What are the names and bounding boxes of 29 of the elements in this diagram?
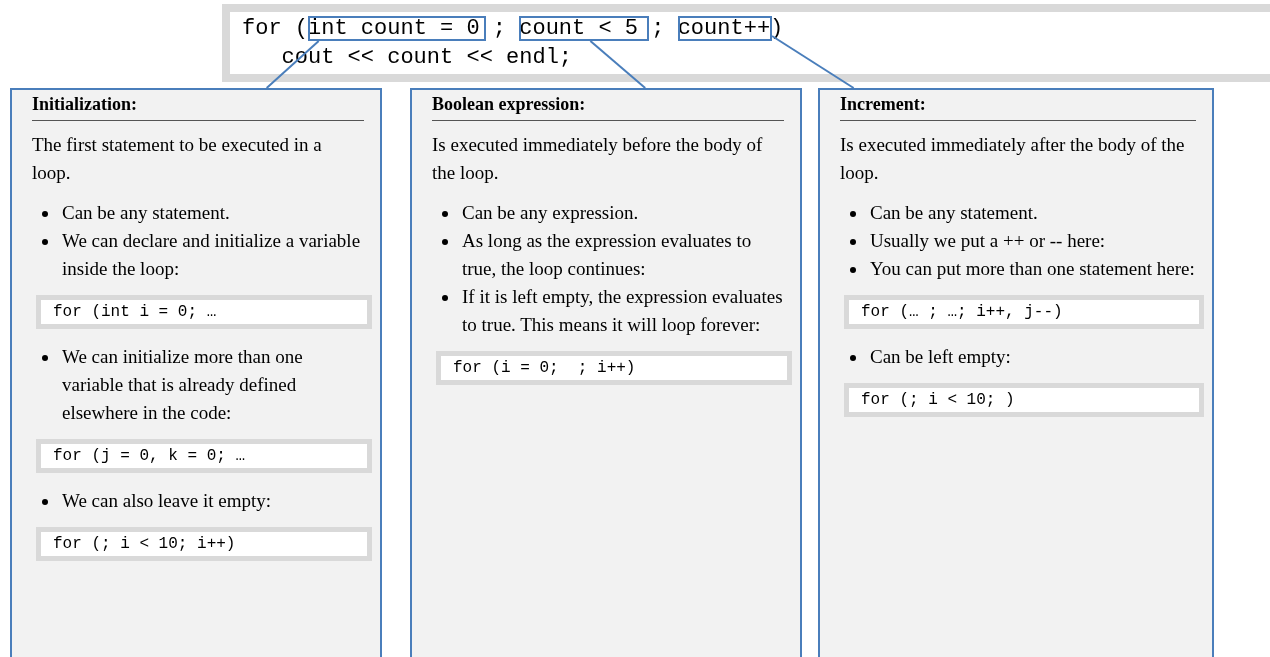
code-snippet: for (j = 0, k = 0; … (36, 439, 372, 473)
bullet-item: If it is left empty, the expression evaluates to true. This means it will loop forever: (462, 286, 783, 335)
code-snippet: for (; i < 10; ) (844, 383, 1204, 417)
code-snippet: for (… ; …; i++, j--) (844, 295, 1204, 329)
bullet-item: Can be any statement. (870, 202, 1038, 223)
code-snippet: for (int i = 0; … (36, 295, 372, 329)
panel-heading: Boolean expression: (432, 94, 784, 121)
leader-line (771, 35, 855, 89)
bullet-item: We can declare and initialize a variable inside the loop: (62, 230, 361, 279)
code-box (222, 4, 1270, 82)
bullet-item: Usually we put a ++ or -- here: (870, 230, 1106, 251)
code-snippet: for (; i < 10; i++) (36, 527, 372, 561)
bullet-item: We can also leave it empty: (62, 490, 271, 511)
callout-panel (410, 88, 802, 657)
callout-panel (818, 88, 1214, 657)
description-text: Is executed immediately after the body of the loop. (840, 133, 1186, 185)
description-text: Is executed immediately before the body of the loop. (432, 133, 764, 185)
description-text: The first statement to be executed in a loop. (32, 133, 323, 185)
bullet-item: Can be any expression. (462, 202, 639, 223)
leader-line (589, 40, 647, 89)
bullet-item: You can put more than one statement here: (870, 258, 1195, 279)
bullet-item: We can initialize more than one variable that is already defined elsewhere in the code: (62, 346, 303, 423)
panel-heading: Initialization: (32, 94, 364, 121)
bullet-item: As long as the expression evaluates to true, the loop continues: (462, 230, 752, 279)
callout-panel (10, 88, 382, 657)
panel-heading: Increment: (840, 94, 1196, 121)
bullet-item: Can be left empty: (870, 346, 1011, 367)
code-snippet: for (i = 0; ; i++) (436, 351, 792, 385)
bullet-item: Can be any statement. (62, 202, 230, 223)
